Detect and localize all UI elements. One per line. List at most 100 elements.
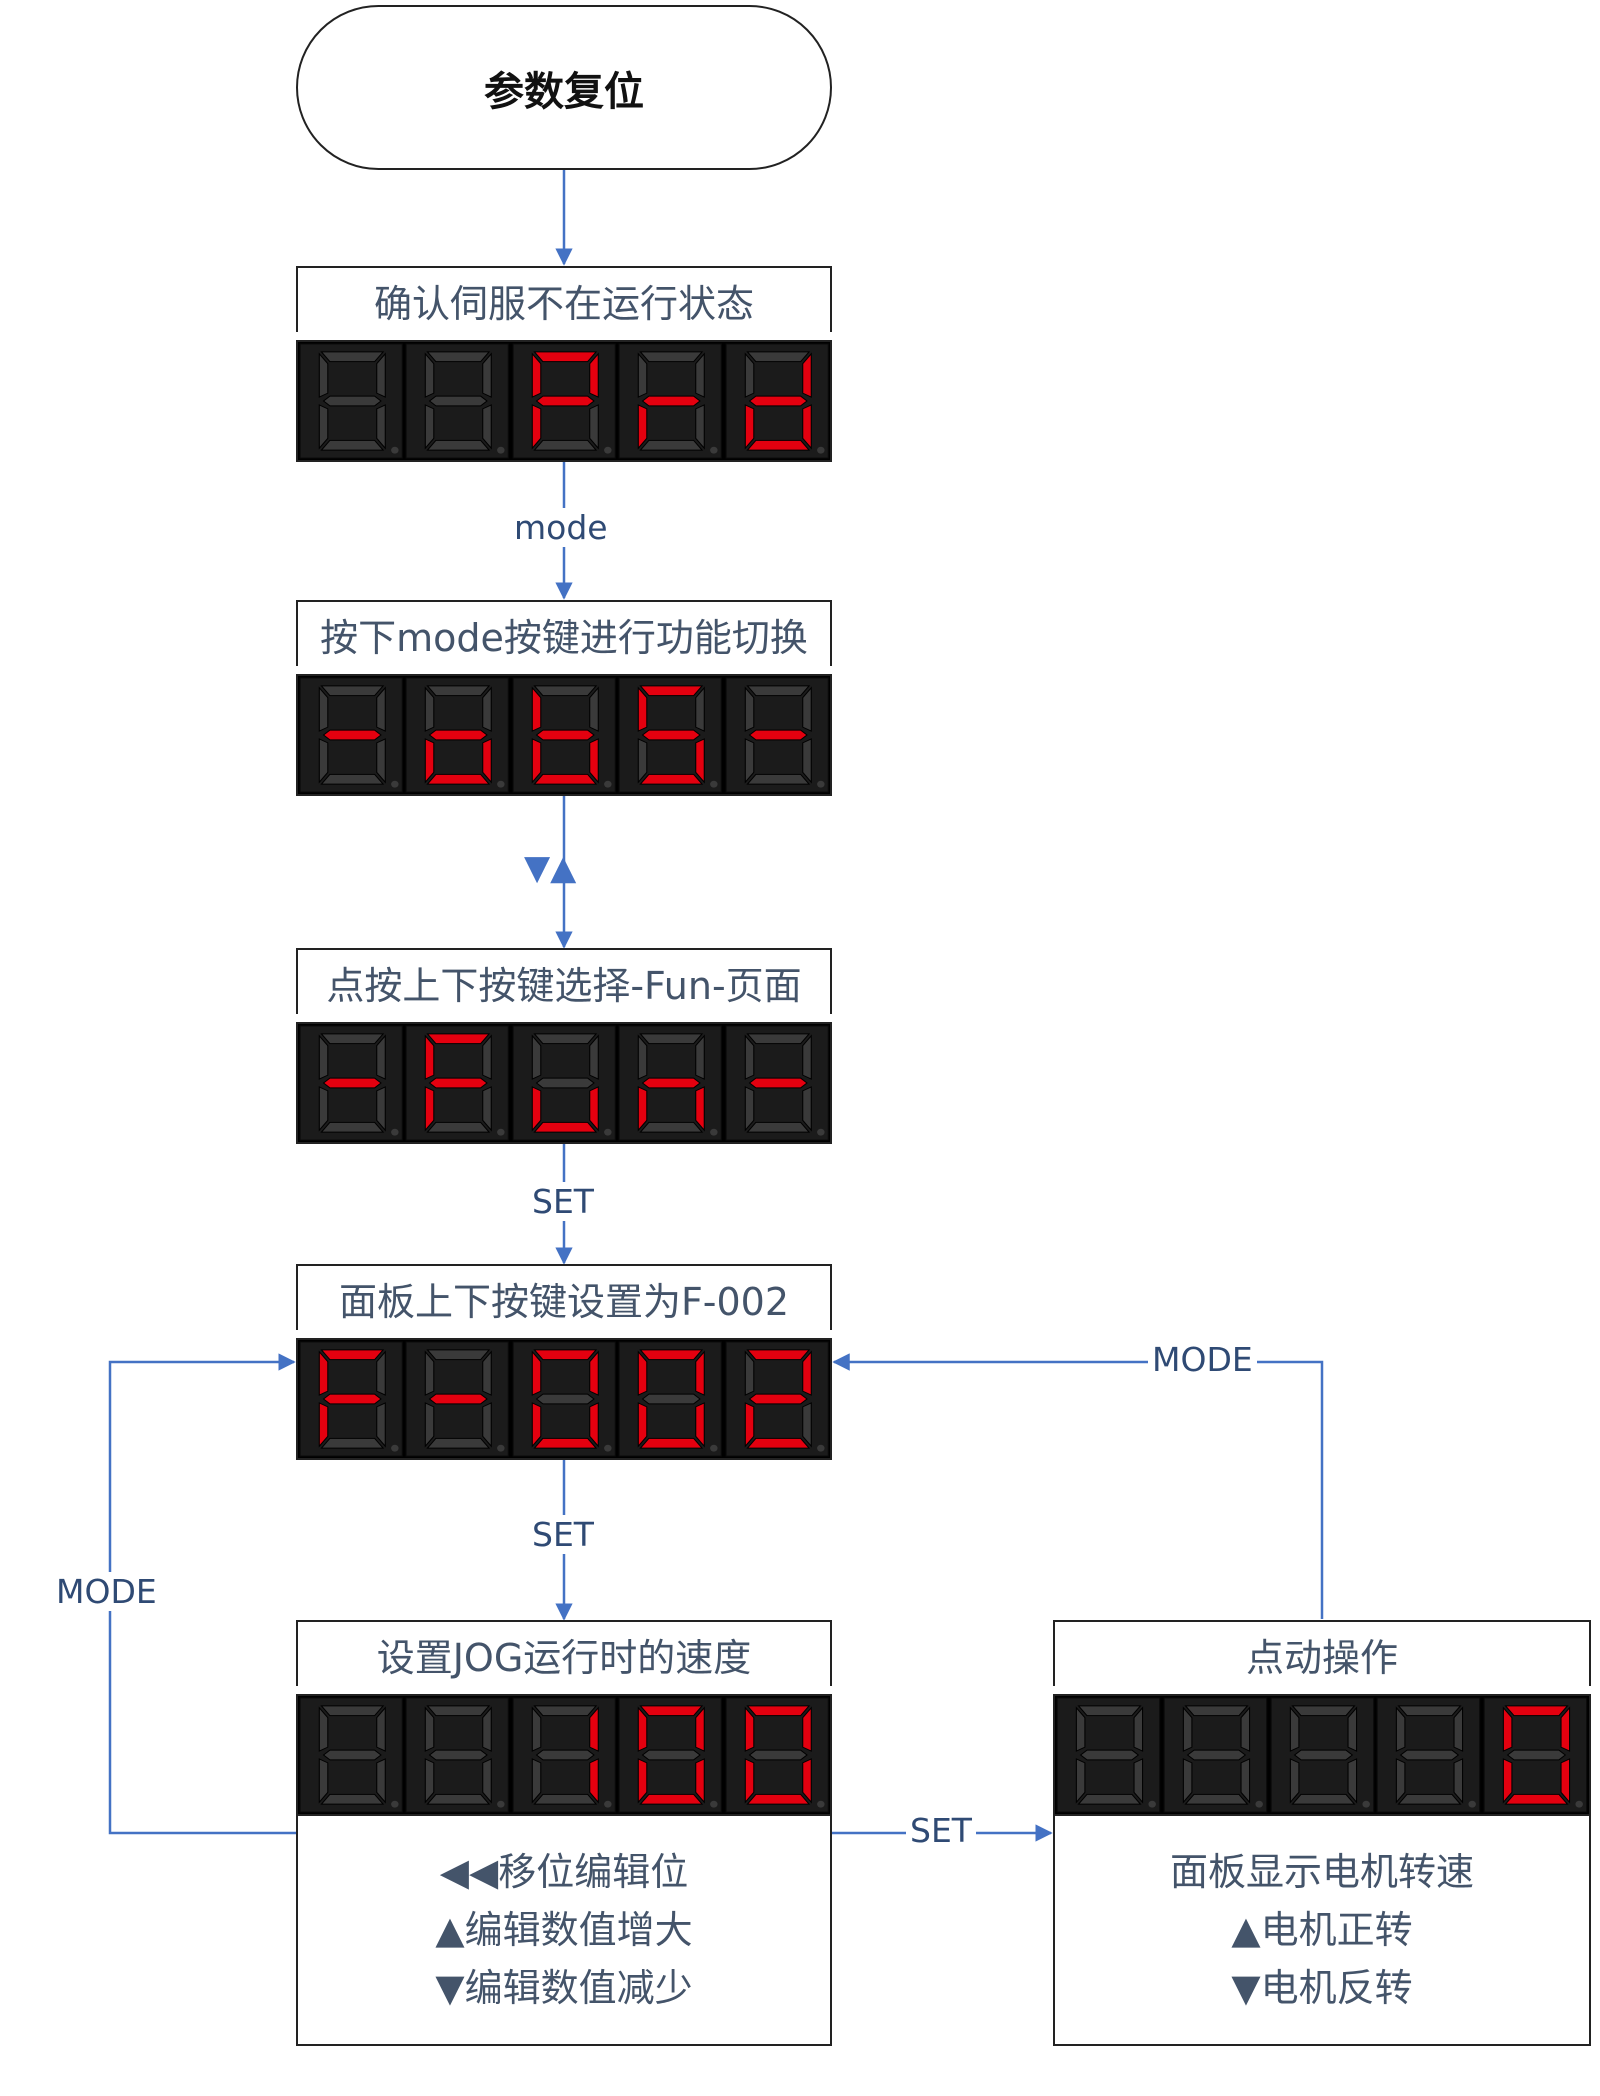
segment-c <box>695 738 706 784</box>
segment-e <box>744 1758 754 1804</box>
segment-b <box>1240 1706 1250 1752</box>
edge-label-set-2: SET <box>528 1515 598 1554</box>
led-digit <box>298 1340 404 1458</box>
segment-e <box>744 404 754 450</box>
segment-e <box>531 1086 542 1132</box>
segment-d <box>639 1121 704 1133</box>
step4-display <box>296 1338 832 1460</box>
segment-g <box>322 395 382 407</box>
decimal-point <box>816 1444 825 1452</box>
segment-b <box>695 352 706 398</box>
segment-c <box>482 404 493 450</box>
segment-g <box>1186 1749 1246 1761</box>
segment-c <box>1133 1758 1144 1804</box>
segment-f <box>1396 1706 1406 1752</box>
segment-g <box>429 1749 489 1761</box>
segment-d <box>1077 1793 1142 1805</box>
segment-a <box>320 685 385 697</box>
segment-g <box>748 1077 808 1089</box>
segment-b <box>376 1034 386 1080</box>
segment-c <box>376 1402 386 1448</box>
segment-d <box>745 1121 810 1133</box>
segment-a <box>426 351 491 363</box>
segment-a <box>745 685 810 697</box>
segment-a <box>1504 1705 1569 1717</box>
segment-b <box>801 352 812 398</box>
led-digit <box>404 676 510 794</box>
note-speed-display: 面板显示电机转速 <box>1169 1850 1474 1894</box>
segment-d <box>639 439 704 451</box>
segment-a <box>426 1033 491 1045</box>
decimal-point <box>391 446 399 454</box>
segment-f <box>318 1350 329 1396</box>
segment-f <box>425 352 435 398</box>
segment-a <box>1184 1705 1249 1717</box>
start-terminal: 参数复位 <box>296 5 832 170</box>
note-shift-digit: ◀◀移位编辑位 <box>439 1850 689 1894</box>
segment-b <box>482 686 493 732</box>
segment-c <box>801 738 812 784</box>
segment-g <box>748 1749 808 1761</box>
segment-e <box>637 1402 648 1448</box>
segment-g <box>641 1077 702 1089</box>
led-digit <box>511 1696 617 1814</box>
segment-d <box>533 1793 598 1805</box>
segment-d <box>1504 1793 1569 1805</box>
segment-f <box>318 1706 329 1752</box>
segment-a <box>639 351 704 363</box>
segment-g <box>641 395 702 407</box>
segment-d <box>320 1121 385 1133</box>
terminal-label: 参数复位 <box>484 68 644 115</box>
segment-b <box>695 686 706 732</box>
led-digit <box>724 676 830 794</box>
segment-c <box>589 1758 599 1804</box>
led-digit <box>617 676 723 794</box>
decimal-point <box>710 1444 718 1452</box>
led-digit <box>617 342 723 460</box>
led-digit <box>1055 1696 1162 1814</box>
led-digit <box>511 676 617 794</box>
segment-f <box>1075 1706 1086 1752</box>
decimal-point <box>497 1800 505 1808</box>
segment-b <box>376 352 386 398</box>
segment-c <box>1453 1758 1464 1804</box>
segment-g <box>1293 1749 1353 1761</box>
segment-g <box>429 729 489 741</box>
segment-f <box>637 1034 648 1080</box>
decimal-point <box>710 1800 718 1808</box>
led-digit <box>724 342 830 460</box>
segment-d <box>426 773 491 785</box>
segment-a <box>745 351 810 363</box>
segment-f <box>531 1034 542 1080</box>
segment-d <box>639 1437 704 1449</box>
decimal-point <box>710 1128 718 1136</box>
segment-g <box>641 1393 702 1405</box>
decimal-point <box>603 1444 612 1452</box>
step3-title: 点按上下按键选择-Fun-页面 <box>296 948 832 1014</box>
segment-e <box>531 738 542 784</box>
decimal-point <box>497 446 505 454</box>
segment-d <box>426 439 491 451</box>
segment-e <box>318 1086 329 1132</box>
segment-e <box>744 738 754 784</box>
segment-e <box>425 1086 435 1132</box>
segment-e <box>318 404 329 450</box>
edge-label-set-3: SET <box>906 1811 976 1850</box>
segment-g <box>322 1393 382 1405</box>
segment-a <box>745 1349 810 1361</box>
led-digit <box>404 1024 510 1142</box>
led-digit <box>1375 1696 1482 1814</box>
segment-b <box>482 1350 493 1396</box>
segment-c <box>801 1086 812 1132</box>
segment-c <box>1560 1758 1571 1804</box>
segment-f <box>318 686 329 732</box>
led-digit <box>511 1340 617 1458</box>
segment-g <box>535 1749 595 1761</box>
decimal-point <box>710 446 718 454</box>
segment-b <box>589 1034 599 1080</box>
segment-c <box>801 1758 812 1804</box>
segment-a <box>745 1033 810 1045</box>
led-digit <box>404 1696 510 1814</box>
decimal-point <box>497 1128 505 1136</box>
segment-d <box>426 1437 491 1449</box>
